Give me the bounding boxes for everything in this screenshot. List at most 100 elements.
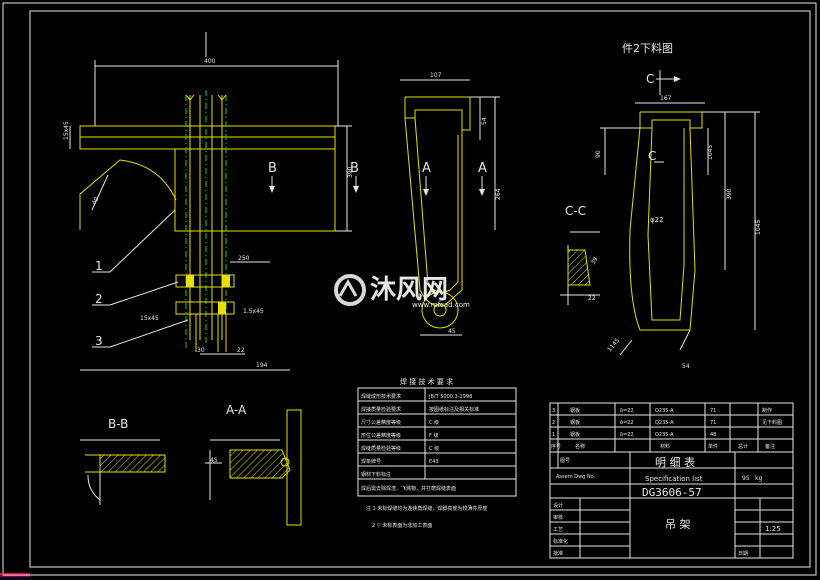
part2-title: 件2下料图 (622, 41, 673, 55)
weld-row-2-value: C 级 (429, 419, 439, 426)
dim-1145: 1145 (606, 337, 621, 353)
header-total: 总计 (738, 443, 748, 450)
dim-390: 390 (347, 166, 354, 178)
dim-45-aa: 45 (210, 457, 218, 464)
spec-title: 明 细 表 (655, 455, 695, 469)
part-row-0-spec: δ=22 (620, 408, 634, 414)
spec-title-en: Specification list (645, 475, 703, 483)
dim-264: 264 (495, 188, 502, 200)
part-row-1-name: 钢板 (570, 419, 580, 426)
callout-3: 3 (95, 334, 103, 348)
weld-row-1-value: 按图纸标注及相关标准 (429, 406, 479, 413)
header-no: 序号 (551, 443, 561, 450)
dim-phi22: φ22 (650, 216, 664, 224)
dim-15x45-note: 15x45 (140, 315, 159, 322)
label-standard: 标准化 (553, 538, 568, 545)
view-marker-a-right: A (478, 161, 487, 176)
drawing-number: DG3606-57 (642, 486, 702, 499)
dim-22-cc: 22 (588, 295, 596, 302)
dim-167: 167 (660, 95, 672, 102)
dim-250: 250 (238, 255, 250, 262)
weld-row-3-label: 形位公差精度等级 (361, 432, 401, 439)
section-aa-view: A-A 45 (205, 403, 302, 526)
label-design: 设计 (553, 502, 563, 509)
part-row-1-no: 2 (552, 420, 555, 426)
dim-45-side: 45 (448, 328, 456, 335)
part-row-2-material: Q235-A (655, 432, 674, 438)
weld-row-1-label: 焊接质量检验要求 (361, 406, 401, 413)
watermark-brand: 沐风网 (370, 275, 448, 305)
label-review: 审核 (553, 514, 563, 521)
section-c-top: C (646, 72, 654, 86)
section-aa-label: A-A (226, 403, 247, 417)
part-row-0-material: Q235-A (655, 408, 674, 414)
weld-row-6-label: 钢材下料标注 (361, 471, 391, 478)
header-material: 材料 (660, 443, 670, 450)
view-marker-b-side: B (350, 161, 359, 176)
header-unit: 单件 (708, 443, 718, 450)
scale-value: 1:25 (765, 525, 781, 533)
part-row-1-spec: δ=22 (620, 420, 634, 426)
label-process: 工艺 (553, 527, 563, 533)
header-remark: 备注 (765, 443, 775, 450)
weld-row-4-value: C 级 (429, 445, 439, 452)
watermark-url: www.mfcad.com (412, 301, 470, 309)
part-row-1-qty: 71 (710, 420, 716, 426)
dim-30: 30 (197, 347, 205, 354)
part-row-1-material: Q235-A (655, 420, 674, 426)
drawing-no-label: 图号 (560, 458, 570, 464)
main-front-view: 400 390 15x45 (63, 32, 354, 371)
weld-row-0-value: JB/T 5000.3-1998 (428, 394, 472, 400)
view-marker-b-main: B (268, 161, 277, 176)
part2-blank-view: 件2下料图 C 167 90 1045 390 1045 φ22 C 54 11… (595, 41, 762, 370)
section-bb-label: B-B (108, 417, 128, 431)
part-row-2-spec: δ=22 (620, 432, 634, 438)
inner-frame (29, 10, 811, 568)
weld-row-4-label: 焊缝质量检验等级 (361, 445, 401, 452)
part-row-2-qty: 48 (710, 432, 716, 438)
weld-row-5-label: 焊条牌号 (361, 458, 381, 465)
callout-1: 1 (95, 259, 103, 273)
section-bb-view: B-B (80, 417, 166, 505)
watermark-logo (334, 274, 366, 306)
part-row-0-no: 3 (552, 408, 555, 414)
label-date: 日期 (738, 551, 748, 557)
dim-194: 194 (256, 362, 268, 369)
section-c-mid: C (648, 149, 656, 163)
dim-107: 107 (430, 72, 442, 79)
part-row-1-remark: 见下料图 (762, 419, 782, 426)
weld-row-7-label: 焊后需去除焊渣、飞溅物，并打磨焊缝表面 (361, 485, 456, 492)
weld-requirements-table (357, 387, 517, 497)
weld-row-3-value: F 级 (429, 432, 438, 439)
weld-row-2-label: 尺寸公差精度等级 (361, 419, 401, 426)
dim-1045: 1045 (755, 220, 762, 235)
title-block (549, 402, 794, 559)
dim-1045-inner: 1045 (707, 145, 714, 160)
drawing-no-label-en: Assem Dwg No. (556, 474, 596, 480)
view-marker-a-left: A (422, 161, 431, 176)
weight-unit: kg (755, 475, 762, 482)
part-row-0-qty: 71 (710, 408, 716, 414)
part-row-2-no: 1 (552, 432, 555, 438)
dim-54-side: 54 (481, 117, 488, 125)
dim-15x45-a: 15x45 (63, 121, 70, 140)
side-view-a: B 107 A A 264 54 45 (350, 72, 502, 336)
dim-390-p2: 390 (726, 188, 733, 200)
part-row-0-remark: 制作 (762, 407, 772, 414)
section-cc-label: C-C (565, 204, 586, 218)
weld-row-5-value: E43 (429, 459, 439, 465)
dim-1-5x45: 1.5x45 (243, 308, 264, 315)
weld-row-0-label: 焊缝成形技术要求 (361, 393, 401, 400)
dim-400: 400 (204, 58, 216, 65)
callout-2: 2 (95, 292, 103, 306)
weld-table-title: 焊 接 技 术 要 求 (400, 377, 453, 386)
part-name: 吊 架 (665, 518, 691, 531)
label-approve: 批准 (553, 550, 563, 557)
part-row-2-name: 钢板 (570, 431, 580, 438)
dim-39: 39 (590, 256, 600, 266)
dim-90: 90 (595, 150, 602, 158)
weld-note-1: 注 1 未标焊缝均为连续角焊缝，焊脚高度为较薄件厚度 (366, 505, 487, 512)
